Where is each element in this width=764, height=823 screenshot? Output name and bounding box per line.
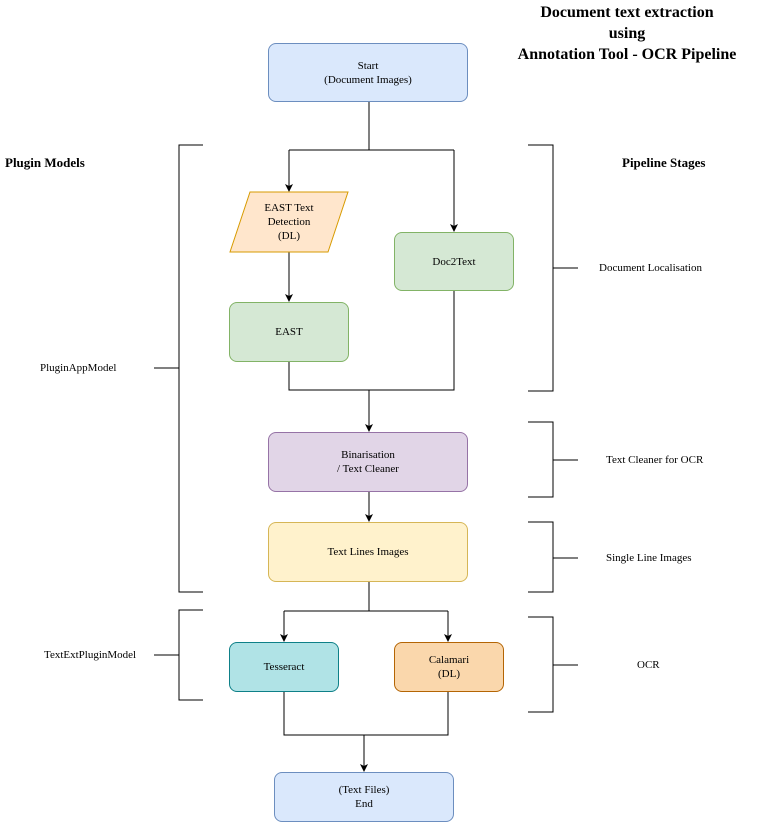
end-node: (Text Files) End	[274, 772, 454, 822]
bracket-document-localisation	[528, 144, 578, 392]
title-line-3: Annotation Tool - OCR Pipeline	[517, 46, 737, 63]
binarisation-node: Binarisation / Text Cleaner	[268, 432, 468, 492]
calamari-line-1: Calamari	[428, 654, 470, 666]
text-cleaner-label: Text Cleaner for OCR	[606, 454, 704, 466]
tesseract-label: Tesseract	[263, 661, 305, 673]
end-node-line-2: End	[355, 798, 373, 810]
single-line-images-label: Single Line Images	[606, 552, 692, 564]
document-localisation-label: Document Localisation	[599, 262, 702, 274]
east-node: EAST	[229, 302, 349, 362]
east-detection-shape	[229, 191, 349, 253]
east-detection-line-1: EAST Text	[264, 202, 314, 214]
start-node-line-1: Start	[357, 59, 379, 72]
east-detection-node: EAST Text Detection (DL)	[230, 192, 348, 252]
plugin-models-heading: Plugin Models	[5, 155, 85, 170]
text-ext-plugin-model-label: TextExtPluginModel	[44, 649, 137, 661]
calamari-line-2: (DL)	[438, 668, 460, 680]
tesseract-node: Tesseract	[229, 642, 339, 692]
calamari-node: Calamari (DL)	[394, 642, 504, 692]
title-line-1: Document text extraction	[540, 4, 714, 21]
east-detection-line-2: Detection	[267, 216, 311, 228]
diagram-title: Document text extraction using Annotatio…	[490, 2, 764, 65]
connector-merge-localisation	[288, 291, 455, 391]
east-detection-line-3: (DL)	[278, 230, 300, 242]
doc2text-label: Doc2Text	[432, 255, 476, 268]
binarisation-line-2: / Text Cleaner	[337, 463, 399, 475]
pipeline-stages-heading: Pipeline Stages	[622, 155, 706, 170]
title-line-2: using	[608, 25, 646, 42]
bracket-text-cleaner	[528, 421, 578, 498]
east-label: EAST	[275, 326, 303, 338]
plugin-app-model-label: PluginAppModel	[40, 362, 117, 374]
connector-merge-ocr	[283, 692, 449, 736]
text-lines-node: Text Lines Images	[268, 522, 468, 582]
ocr-label: OCR	[637, 659, 660, 671]
doc2text-node: Doc2Text	[394, 232, 514, 291]
text-lines-label: Text Lines Images	[327, 546, 409, 558]
end-node-line-1: (Text Files)	[338, 784, 390, 796]
bracket-text-ext-plugin-model	[154, 609, 203, 701]
start-node-line-2: (Document Images)	[324, 73, 412, 86]
connector-start-split	[289, 102, 454, 151]
start-node: Start (Document Images)	[268, 43, 468, 102]
bracket-ocr	[528, 616, 578, 713]
bracket-single-line-images	[528, 521, 578, 593]
connector-text-lines-split	[284, 582, 448, 612]
bracket-plugin-app-model	[154, 144, 203, 593]
binarisation-line-1: Binarisation	[341, 449, 395, 461]
